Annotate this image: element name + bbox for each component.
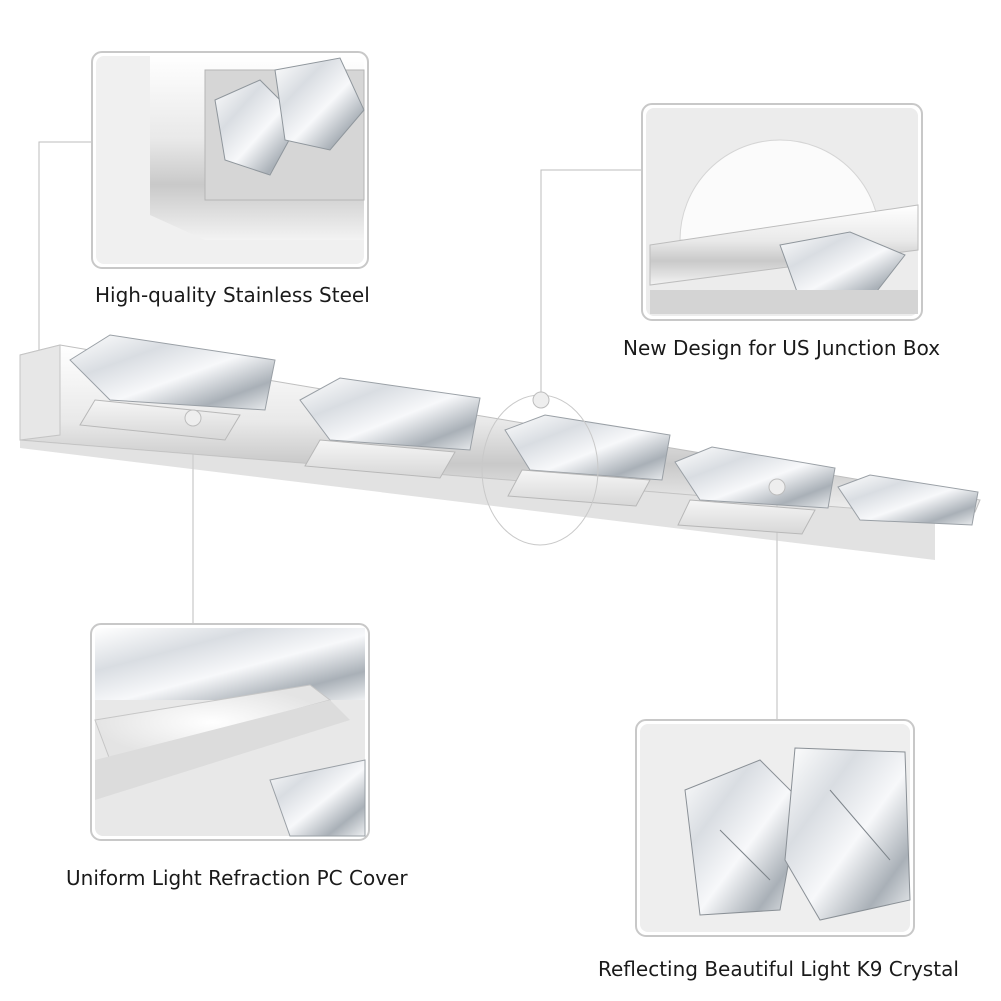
caption-stainless-steel: High-quality Stainless Steel xyxy=(95,283,370,307)
vanity-light-fixture xyxy=(19,334,981,560)
detail-frame-junction xyxy=(641,103,923,321)
detail-frame-steel xyxy=(91,51,369,269)
crystal-module xyxy=(837,474,979,526)
caption-junction-box: New Design for US Junction Box xyxy=(623,336,941,360)
detail-frame-cover xyxy=(90,623,370,841)
crystal-module xyxy=(69,334,276,441)
crystal-module xyxy=(504,414,671,507)
crystal-module xyxy=(674,446,836,535)
caption-k9-crystal: Reflecting Beautiful Light K9 Crystal xyxy=(598,957,959,981)
caption-pc-cover: Uniform Light Refraction PC Cover xyxy=(66,866,408,890)
detail-frame-crystal xyxy=(635,719,915,937)
crystal-module xyxy=(299,377,481,479)
